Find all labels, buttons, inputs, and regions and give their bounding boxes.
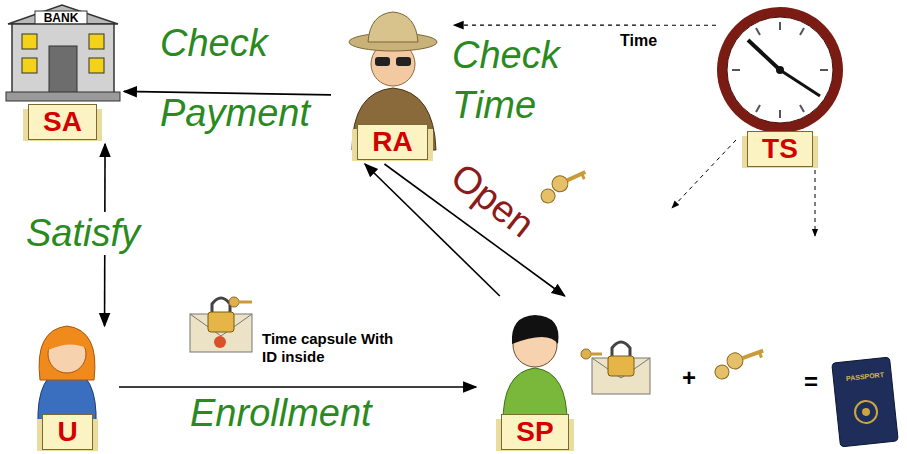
key-icon xyxy=(536,165,591,206)
edge-label: Check Payment xyxy=(160,8,340,148)
note-label: + xyxy=(682,364,696,392)
clock-icon xyxy=(672,7,843,236)
note-label: = xyxy=(804,368,818,396)
key-icon xyxy=(711,343,768,381)
connector-arrow xyxy=(454,25,716,26)
note-label: BANK xyxy=(35,11,87,26)
passport-icon xyxy=(832,357,898,447)
role-badge: RA xyxy=(357,124,427,160)
time-capsule-envelope xyxy=(190,297,252,352)
connector-arrow xyxy=(119,386,476,388)
edge-label: Open xyxy=(442,154,542,245)
role-badge: TS xyxy=(747,131,813,167)
bank-icon xyxy=(6,5,120,101)
role-badge: U xyxy=(42,414,92,450)
edge-label: Time xyxy=(620,32,657,50)
note-label: Time capsule With ID inside xyxy=(262,330,412,366)
note-label: Check Time xyxy=(452,30,582,130)
sp-person xyxy=(503,315,567,425)
role-badge: SP xyxy=(501,414,568,450)
actor-node: RA xyxy=(335,5,450,160)
edge-label: Satisfy xyxy=(22,212,144,255)
role-badge: SA xyxy=(28,104,97,140)
actor-node: U xyxy=(20,330,115,450)
time-capsule-envelope xyxy=(581,342,650,394)
actor-node: SP xyxy=(480,300,590,450)
edge-label: Enrollment xyxy=(190,392,372,435)
user-person xyxy=(38,326,96,425)
actor-node: SA xyxy=(5,5,120,140)
actor-node: TS xyxy=(720,5,840,167)
